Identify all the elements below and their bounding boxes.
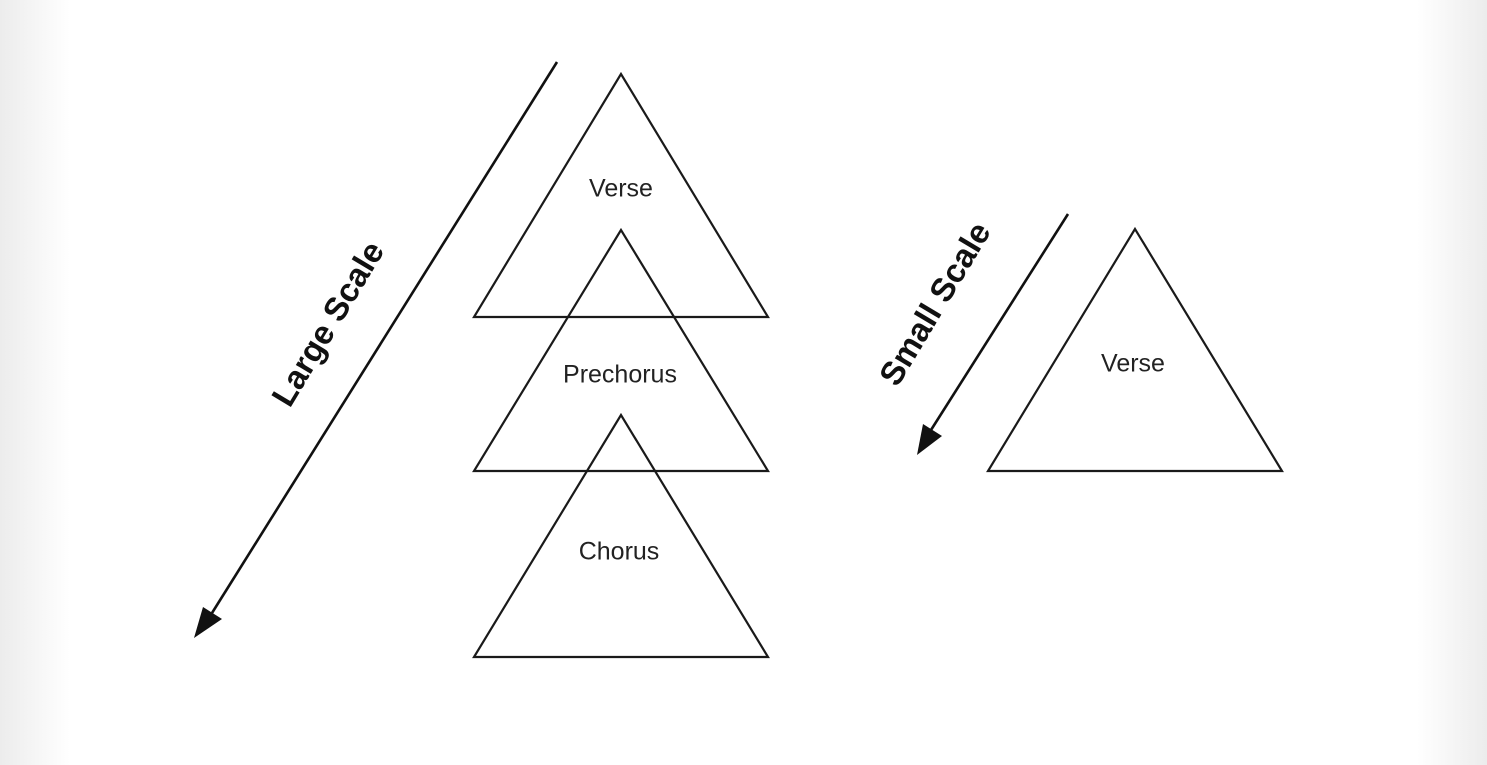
section-label-chorus: Chorus (579, 538, 660, 566)
triangle-chorus (472, 412, 770, 659)
section-label-small-verse: Verse (1101, 350, 1165, 378)
large-scale-label: Large Scale (264, 235, 391, 413)
small-scale-arrow-head (917, 424, 942, 455)
small-scale-label: Small Scale (872, 215, 998, 391)
triangle-prechorus (472, 227, 770, 473)
section-label-verse: Verse (589, 175, 653, 203)
small-scale-arrow-line (929, 213, 1070, 431)
small-scale-arrow (917, 213, 1070, 455)
triangle-verse (472, 71, 770, 319)
large-scale-arrow-line (210, 61, 559, 614)
large-scale-arrow-head (194, 607, 222, 638)
section-label-prechorus: Prechorus (563, 361, 677, 389)
triangle-small-verse (986, 226, 1284, 473)
large-scale-triangles (472, 71, 770, 659)
large-scale-arrow (194, 61, 559, 638)
